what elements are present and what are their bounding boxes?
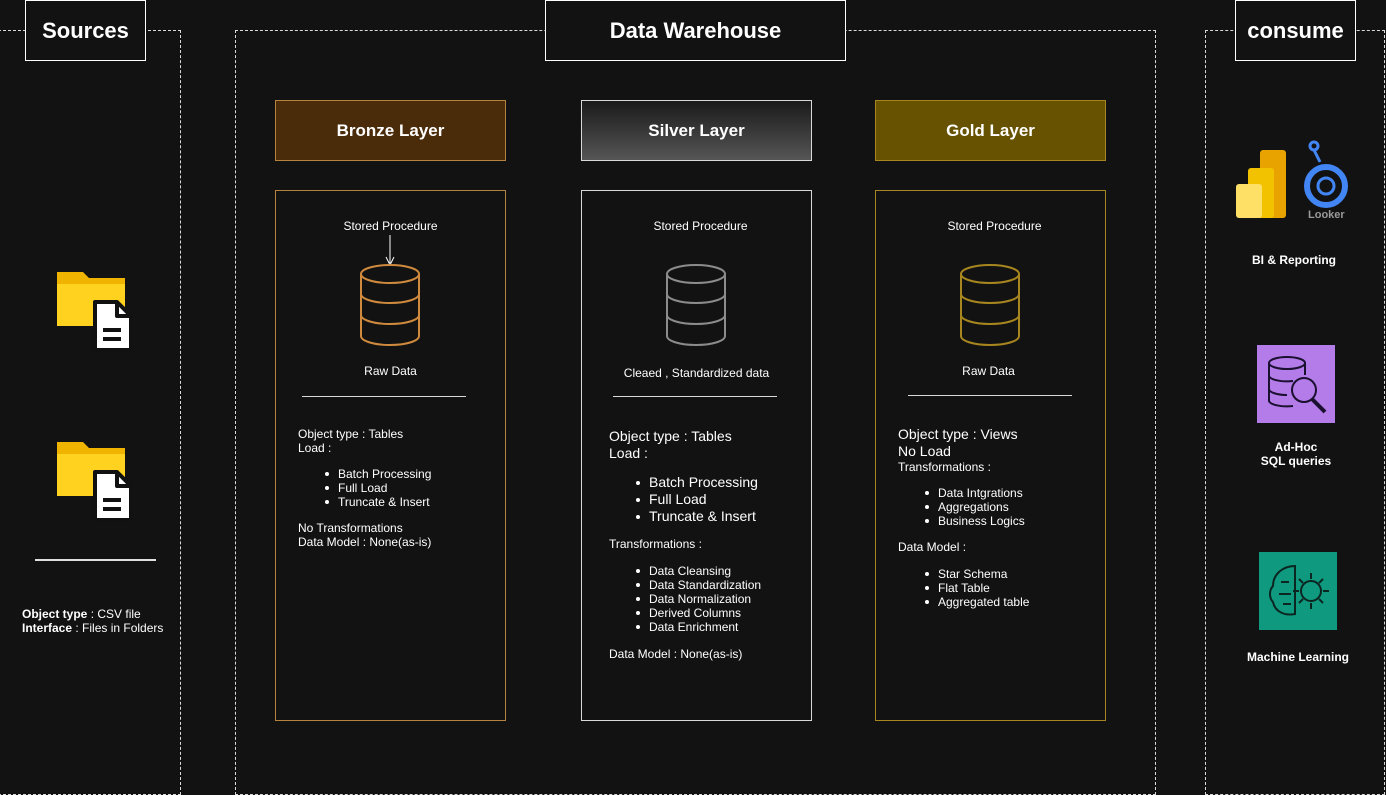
database-icon xyxy=(664,264,728,351)
silver-transform-item: Data Normalization xyxy=(636,592,809,606)
silver-transform-item: Data Standardization xyxy=(636,578,809,592)
folder-file-icon xyxy=(55,268,137,359)
gold-data-model: Data Model : xyxy=(898,540,967,554)
sources-zone xyxy=(0,30,181,795)
silver-data-model: Data Model : None(as-is) xyxy=(609,647,743,661)
silver-transformations: Transformations : xyxy=(609,537,702,551)
sql-query-icon xyxy=(1257,345,1335,428)
object-type-value: : CSV file xyxy=(87,607,141,621)
adhoc-label: Ad-Hoc SQL queries xyxy=(1236,440,1356,468)
gold-transformations: Transformations : xyxy=(898,460,991,474)
looker-icon xyxy=(1302,140,1354,217)
silver-procedure: Stored Procedure xyxy=(653,219,748,233)
folder-file-icon xyxy=(55,438,137,529)
adhoc-label-line: SQL queries xyxy=(1260,454,1332,468)
gold-procedure: Stored Procedure xyxy=(947,219,1042,233)
gold-caption: Raw Data xyxy=(962,364,1015,378)
gold-object-type: Object type : Views xyxy=(898,426,1018,442)
object-type-label: Object type xyxy=(22,607,88,621)
sources-divider xyxy=(35,559,156,561)
adhoc-label-line: Ad-Hoc xyxy=(1274,440,1318,454)
bronze-load-item: Full Load xyxy=(325,481,498,495)
silver-object-type: Object type : Tables xyxy=(609,428,732,444)
gold-model-item: Flat Table xyxy=(925,581,1098,595)
bronze-data-model: Data Model : None(as-is) xyxy=(298,535,432,549)
interface-label: Interface xyxy=(22,621,73,635)
silver-caption: Cleaed , Standardized data xyxy=(623,366,770,380)
bronze-load-item: Batch Processing xyxy=(325,467,498,481)
bronze-load-item: Truncate & Insert xyxy=(325,495,498,509)
silver-layer-header: Silver Layer xyxy=(581,100,812,161)
bronze-details: Object type : Tables Load : Batch Proces… xyxy=(298,427,498,549)
gold-transform-item: Data Intgrations xyxy=(925,486,1098,500)
interface-value: : Files in Folders xyxy=(72,621,164,635)
silver-transform-item: Data Enrichment xyxy=(636,620,809,634)
silver-load: Load : xyxy=(609,445,648,461)
database-icon xyxy=(958,264,1022,351)
silver-load-item: Batch Processing xyxy=(636,474,809,491)
ml-label: Machine Learning xyxy=(1246,650,1350,664)
bronze-caption: Raw Data xyxy=(364,364,417,378)
warehouse-title: Data Warehouse xyxy=(545,0,846,61)
power-bi-icon xyxy=(1236,150,1288,225)
silver-transform-item: Derived Columns xyxy=(636,606,809,620)
gold-layer-body xyxy=(875,190,1106,721)
sources-info: Object type : CSV file Interface : Files… xyxy=(22,607,182,635)
bronze-layer-body xyxy=(275,190,506,721)
gold-model-item: Star Schema xyxy=(925,567,1098,581)
consume-title: consume xyxy=(1235,0,1356,61)
bronze-divider xyxy=(302,396,466,397)
sources-title: Sources xyxy=(25,0,146,61)
gold-transform-item: Business Logics xyxy=(925,514,1098,528)
gold-model-item: Aggregated table xyxy=(925,595,1098,609)
gold-details: Object type : Views No Load Transformati… xyxy=(898,426,1098,609)
bronze-load: Load : xyxy=(298,441,332,455)
silver-transform-item: Data Cleansing xyxy=(636,564,809,578)
bronze-layer-header: Bronze Layer xyxy=(275,100,506,161)
database-icon xyxy=(358,264,422,351)
gold-transform-item: Aggregations xyxy=(925,500,1098,514)
bi-reporting-label: BI & Reporting xyxy=(1252,253,1336,267)
gold-divider xyxy=(908,395,1072,396)
bronze-transformations: No Transformations xyxy=(298,521,403,535)
bronze-object-type: Object type : Tables xyxy=(298,427,404,441)
silver-load-item: Truncate & Insert xyxy=(636,508,809,525)
gold-layer-header: Gold Layer xyxy=(875,100,1106,161)
machine-learning-icon xyxy=(1259,552,1337,635)
silver-divider xyxy=(613,396,777,397)
looker-text: Looker xyxy=(1308,209,1345,221)
gold-load: No Load xyxy=(898,443,951,459)
silver-layer-body xyxy=(581,190,812,721)
bronze-procedure: Stored Procedure xyxy=(343,219,438,233)
silver-details: Object type : Tables Load : Batch Proces… xyxy=(609,428,809,661)
silver-load-item: Full Load xyxy=(636,491,809,508)
